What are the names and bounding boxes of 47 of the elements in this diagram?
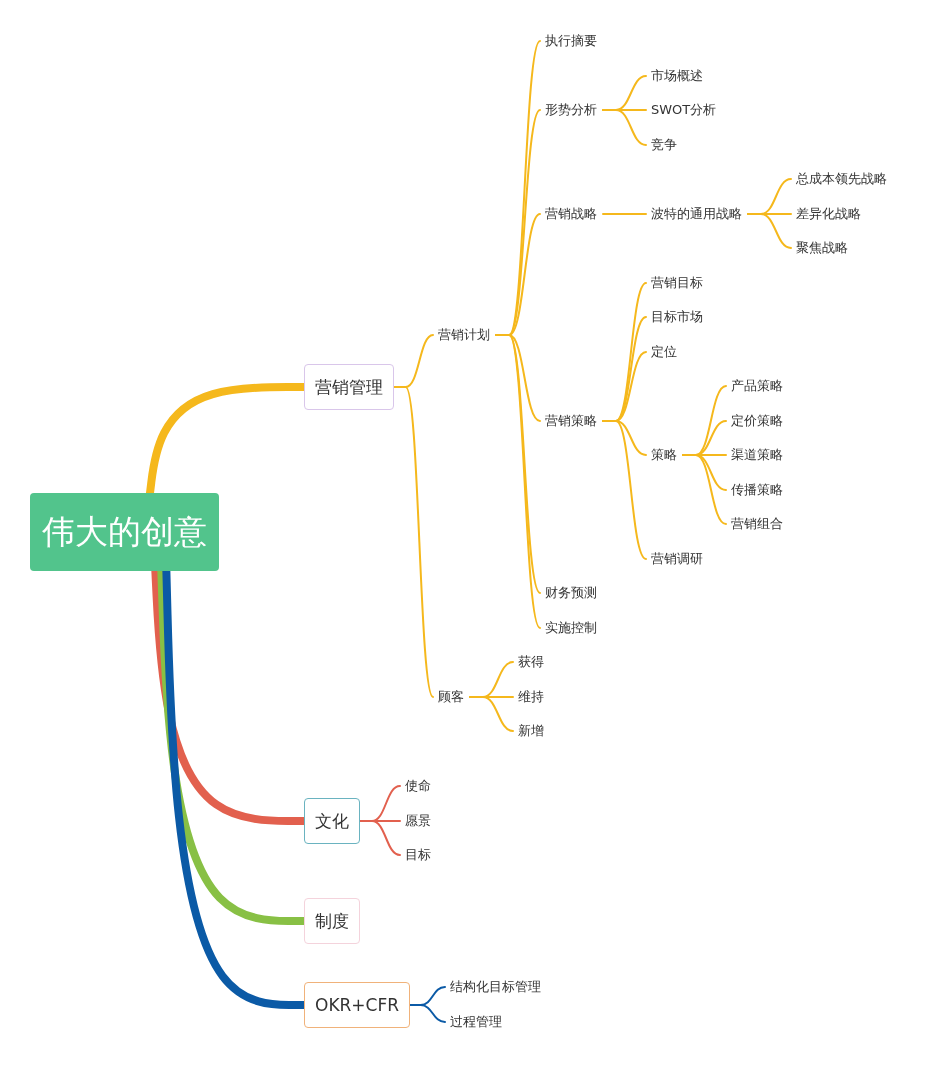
topic-label: 差异化战略 — [796, 205, 861, 223]
connector-line — [602, 420, 647, 560]
topic-label: 执行摘要 — [545, 32, 597, 50]
topic-label: 实施控制 — [545, 619, 597, 637]
topic-box: 文化 — [304, 798, 360, 844]
connector-line — [393, 386, 434, 698]
topic-label: 定位 — [651, 343, 677, 361]
topic-label: 营销战略 — [545, 205, 597, 223]
topic-box: 营销管理 — [304, 364, 394, 410]
topic-label: 新增 — [518, 722, 544, 740]
topic-label: 顾客 — [438, 688, 464, 706]
topic-label: SWOT分析 — [651, 101, 717, 119]
topic-label: 营销目标 — [651, 274, 703, 292]
topic-label: 渠道策略 — [731, 446, 783, 464]
topic-label: 聚焦战略 — [796, 239, 848, 257]
topic-label: 波特的通用战略 — [651, 205, 742, 223]
topic-label: 财务预测 — [545, 584, 597, 602]
central-topic-box: 伟大的创意 — [30, 493, 219, 571]
connector-line — [682, 454, 727, 525]
connector-line — [747, 213, 792, 249]
connector-line — [359, 820, 401, 856]
topic-label: 结构化目标管理 — [450, 978, 541, 996]
topic-label: 营销调研 — [651, 550, 703, 568]
topic-label: 市场概述 — [651, 67, 703, 85]
topic-label: 使命 — [405, 777, 431, 795]
topic-label: 策略 — [651, 446, 677, 464]
topic-label: 传播策略 — [731, 481, 783, 499]
topic-label: 竞争 — [651, 136, 677, 154]
connector-line — [409, 1004, 446, 1023]
connector-line — [602, 213, 647, 215]
topic-box: 制度 — [304, 898, 360, 944]
topic-label: 目标 — [405, 846, 431, 864]
topic-label: 营销计划 — [438, 326, 490, 344]
topic-label: 目标市场 — [651, 308, 703, 326]
topic-label: 总成本领先战略 — [796, 170, 887, 188]
topic-label: 产品策略 — [731, 377, 783, 395]
topic-label: 营销策略 — [545, 412, 597, 430]
topic-label: 形势分析 — [545, 101, 597, 119]
topic-label: 愿景 — [405, 812, 431, 830]
topic-box: OKR+CFR — [304, 982, 411, 1028]
connector-line — [602, 109, 647, 146]
topic-label: 获得 — [518, 653, 544, 671]
topic-label: 维持 — [518, 688, 544, 706]
connector-line — [469, 696, 514, 732]
topic-label: 过程管理 — [450, 1013, 502, 1031]
topic-label: 营销组合 — [731, 515, 783, 533]
topic-label: 定价策略 — [731, 412, 783, 430]
